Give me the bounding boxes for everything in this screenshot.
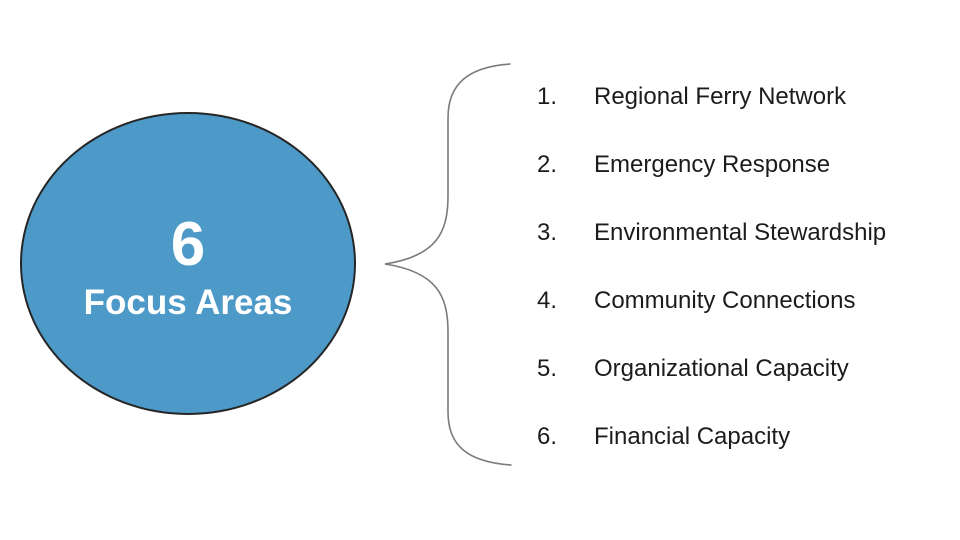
- list-item-number: 1.: [537, 83, 558, 110]
- list-item-label: Emergency Response: [594, 151, 831, 178]
- list-item-number: 6.: [537, 423, 558, 450]
- list-item: 5. Organizational Capacity: [537, 356, 886, 381]
- list-item: 4. Community Connections: [537, 288, 886, 313]
- list-item-label: Environmental Stewardship: [594, 219, 887, 246]
- list-item-label: Community Connections: [594, 287, 856, 314]
- focus-areas-circle: 6 Focus Areas: [20, 112, 356, 415]
- focus-areas-list: 1. Regional Ferry Network 2. Emergency R…: [537, 84, 886, 449]
- list-item-label: Financial Capacity: [594, 423, 791, 450]
- list-item-label: Regional Ferry Network: [594, 83, 847, 110]
- list-item-number: 4.: [537, 287, 558, 314]
- list-item: 1. Regional Ferry Network: [537, 84, 886, 109]
- list-item: 3. Environmental Stewardship: [537, 220, 886, 245]
- list-item: 6. Financial Capacity: [537, 424, 886, 449]
- list-item-number: 3.: [537, 219, 558, 246]
- list-item: 2. Emergency Response: [537, 152, 886, 177]
- curly-brace-path: [384, 63, 512, 466]
- list-item-number: 2.: [537, 151, 558, 178]
- focus-count: 6: [170, 209, 206, 279]
- list-item-number: 5.: [537, 355, 558, 382]
- focus-circle-label: Focus Areas: [83, 282, 293, 322]
- list-item-label: Organizational Capacity: [594, 355, 849, 382]
